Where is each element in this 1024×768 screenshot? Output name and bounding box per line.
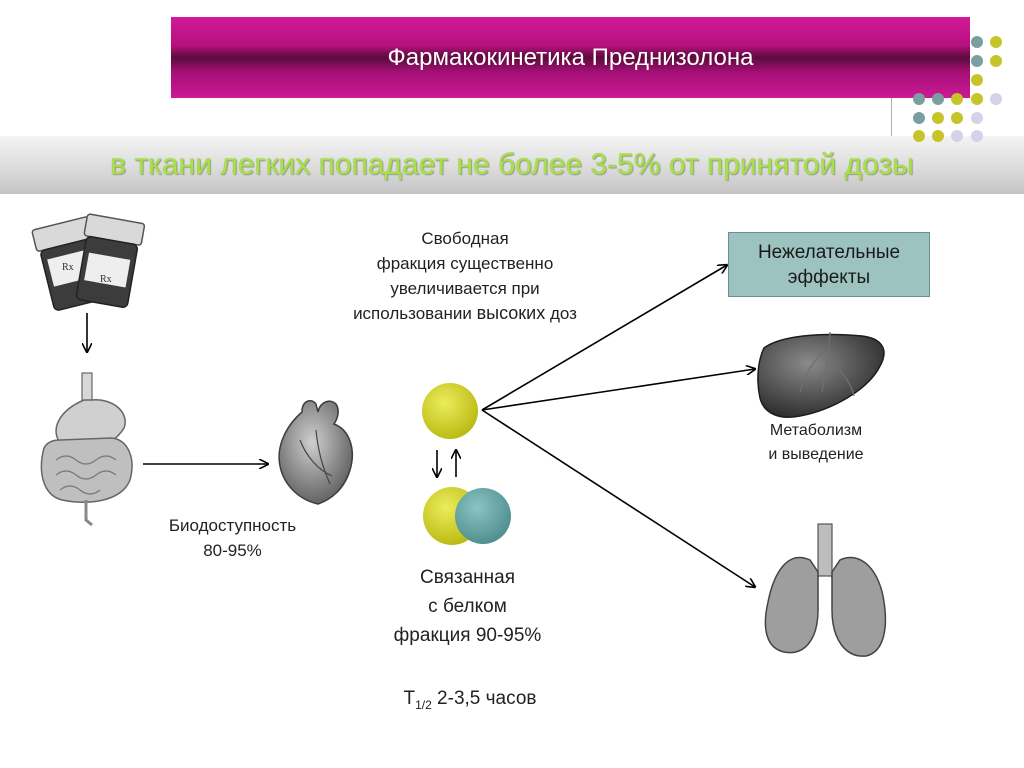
arrow-to-lungs — [481, 409, 755, 587]
free-line-1: Свободная — [421, 229, 509, 248]
arrow-to-effects — [481, 265, 727, 411]
free-line-4a: использовании — [353, 304, 477, 323]
pill-bottles-icon: Rx Rx — [31, 213, 146, 311]
half-life-text: T1/2 2-3,5 часов — [370, 688, 570, 712]
adverse-effects-box: Нежелательные эффекты — [728, 232, 930, 297]
arrow-to-liver — [481, 369, 755, 411]
bio-line-1: Биодоступность — [168, 516, 297, 535]
metab-line-1: Метаболизм — [769, 422, 863, 439]
metabolism-text: Метаболизм и выведение — [745, 419, 887, 467]
decor-dot-grid — [913, 36, 1002, 142]
rx-label-2: Rx — [100, 274, 112, 285]
page-title: Фармакокинетика Преднизолона — [387, 43, 754, 71]
bound-teal-circle — [455, 488, 511, 544]
metab-line-2: и выведение — [768, 446, 864, 463]
half-life-value: 2-3,5 часов — [431, 688, 537, 709]
free-fraction-text: Свободная фракция существенно увеличивае… — [300, 226, 630, 326]
effects-line-2: эффекты — [787, 266, 871, 288]
stomach-intestines-icon — [40, 372, 133, 527]
half-life-sub: 1/2 — [415, 697, 432, 712]
liver-icon — [757, 331, 885, 418]
effects-line-1: Нежелательные — [757, 241, 901, 263]
free-line-2: фракция существенно — [376, 254, 554, 273]
bound-line-1: Связанная — [419, 567, 515, 588]
subtitle-bar: в ткани легких попадает не более 3-5% от… — [0, 136, 1024, 194]
free-line-4: использовании высоких доз — [300, 301, 630, 326]
bound-line-3: фракция 90-95% — [393, 625, 542, 646]
free-line-4c: доз — [545, 304, 577, 323]
free-line-3: увеличивается при — [390, 279, 540, 298]
bound-fraction-text: Связанная с белком фракция 90-95% — [360, 563, 575, 650]
title-bar: Фармакокинетика Преднизолона — [171, 17, 970, 98]
bound-line-2: с белком — [428, 596, 507, 617]
free-line-4b: высоких — [476, 303, 546, 323]
bioavailability-text: Биодоступность 80-95% — [140, 513, 325, 563]
bio-line-2: 80-95% — [203, 541, 262, 560]
rx-label-1: Rx — [62, 262, 74, 273]
lungs-icon — [764, 523, 887, 657]
free-fraction-circle — [422, 383, 478, 439]
heart-icon — [278, 399, 354, 505]
half-life-t: T — [403, 688, 416, 709]
decor-vertical-line — [891, 98, 892, 160]
subtitle-text: в ткани легких попадает не более 3-5% от… — [110, 148, 914, 181]
